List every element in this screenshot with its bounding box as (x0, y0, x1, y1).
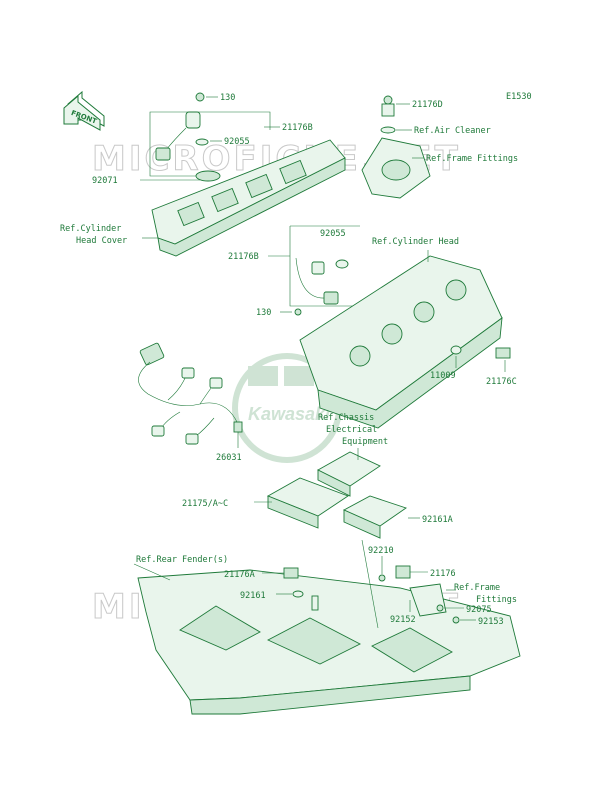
front-arrow-icon: FRONT (63, 90, 105, 131)
label-21175: 21175/A~C (182, 499, 228, 509)
label-92075: 92075 (466, 605, 492, 615)
label-26031: 26031 (216, 453, 242, 463)
label-ref-frame-1: Ref.Frame (454, 583, 500, 593)
label-21176b-mid: 21176B (228, 252, 259, 262)
label-21176c: 21176C (486, 377, 517, 387)
label-130-mid: 130 (256, 308, 271, 318)
cylinder-head-cover (142, 139, 346, 257)
label-ref-cylinder-head: Ref.Cylinder Head (372, 237, 459, 247)
cylinder-head (299, 250, 511, 429)
label-21176a: 21176A (224, 570, 255, 580)
label-ref-rear-fender: Ref.Rear Fender(s) (136, 555, 228, 565)
label-ref-chassis-3: Equipment (342, 437, 388, 447)
label-92071: 92071 (92, 176, 118, 186)
label-130-top: 130 (220, 93, 235, 103)
label-92161a: 92161A (422, 515, 453, 525)
label-92055-top: 92055 (224, 137, 250, 147)
label-92153: 92153 (478, 617, 504, 627)
wiring-harness (138, 342, 243, 448)
label-21176: 21176 (430, 569, 456, 579)
label-21176b-top: 21176B (282, 123, 313, 133)
part-labels: 130 21176B 92055 92071 Ref.Cylinder Head… (60, 93, 518, 627)
label-92210: 92210 (368, 546, 394, 556)
label-ref-cylinder-head-cover-1: Ref.Cylinder (60, 224, 121, 234)
kawasaki-logo-text: Kawasaki (248, 404, 331, 424)
label-11009: 11009 (430, 371, 456, 381)
label-21176d: 21176D (412, 100, 443, 110)
top-sensor-group (140, 92, 280, 182)
diagram-code: E1530 (506, 92, 532, 102)
label-ref-chassis-1: Ref.Chassis (318, 413, 374, 423)
ecu-group (254, 448, 420, 539)
lower-sensors (262, 556, 476, 624)
label-ref-frame-fittings-top: Ref.Frame Fittings (426, 154, 518, 164)
label-ref-air-cleaner: Ref.Air Cleaner (414, 126, 491, 136)
frame-fitting-upper (361, 95, 431, 199)
label-ref-frame-2: Fittings (476, 595, 517, 605)
label-92152: 92152 (390, 615, 416, 625)
label-92161: 92161 (240, 591, 266, 601)
label-92055-mid: 92055 (320, 229, 346, 239)
mid-sensor-group (268, 225, 360, 316)
frame-rear (133, 539, 521, 715)
label-ref-chassis-2: Electrical (326, 425, 377, 435)
label-ref-cylinder-head-cover-2: Head Cover (76, 236, 127, 246)
